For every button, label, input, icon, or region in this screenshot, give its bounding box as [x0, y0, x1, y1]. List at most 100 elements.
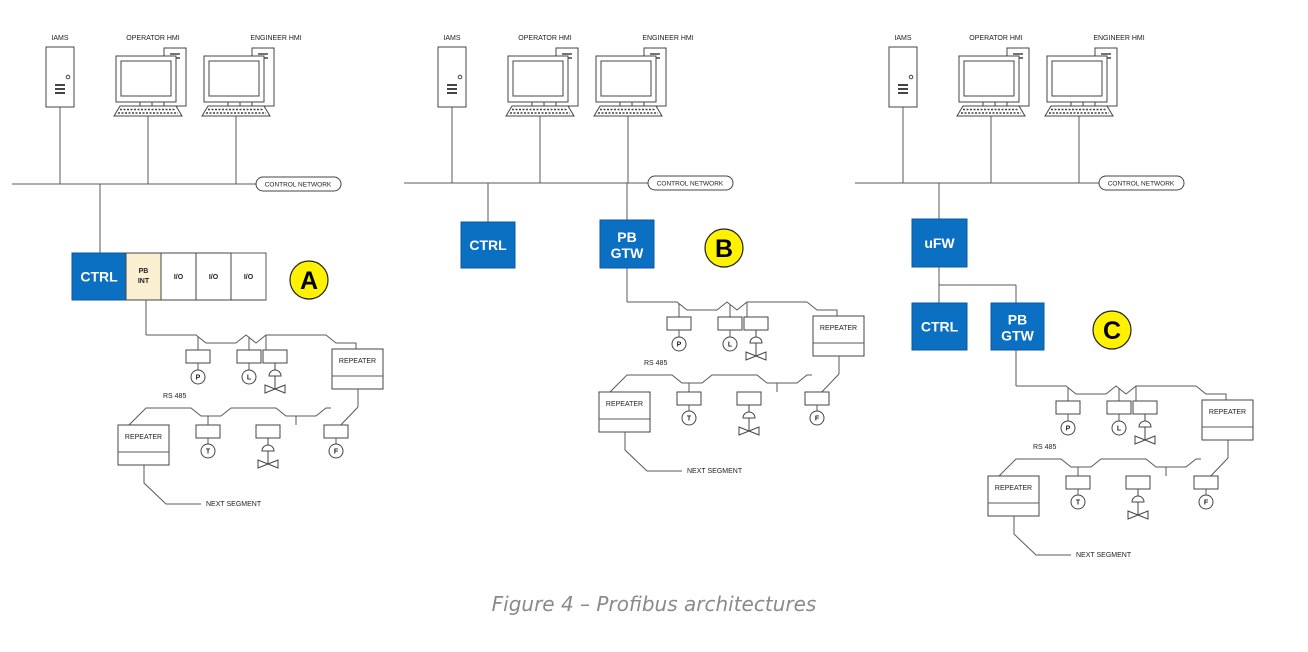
control-valve-icon — [738, 404, 760, 436]
control-valve-icon — [745, 329, 767, 361]
next-segment-label: NEXT SEGMENT — [206, 501, 262, 508]
marker-b: B — [704, 228, 744, 268]
pressure-transmitter — [666, 316, 692, 331]
sensor-letter: L — [247, 375, 252, 382]
valve-positioner — [1125, 475, 1151, 490]
repeater: REPEATER — [1201, 399, 1254, 441]
ufw-c: uFW — [911, 218, 968, 268]
marker-a-circle — [289, 260, 329, 300]
sensor-letter: T — [687, 416, 692, 423]
level-transmitter — [717, 316, 743, 331]
valve-positioner — [262, 349, 288, 364]
sensor-f: F — [809, 410, 825, 426]
operator-hmi-label: OPERATOR HMI — [126, 35, 179, 42]
repeater-box — [812, 315, 865, 357]
repeater: REPEATER — [331, 348, 384, 390]
sensor-circle — [1198, 494, 1214, 510]
ctrl-c-label: CTRL — [921, 319, 959, 335]
level-transmitter — [236, 349, 262, 364]
repeater: REPEATER — [598, 391, 651, 433]
sensor-circle — [681, 410, 697, 426]
sensor-l: L — [241, 369, 257, 385]
control-network-label: CONTROL NETWORK — [657, 181, 724, 188]
sensor-circle — [809, 410, 825, 426]
temperature-transmitter — [676, 391, 702, 406]
valve-positioner — [255, 424, 281, 439]
operator-hmi-computer-icon — [113, 47, 187, 117]
engineer-hmi-label: ENGINEER HMI — [642, 35, 693, 42]
engineer-hmi-computer-icon — [201, 47, 275, 117]
repeater-box — [117, 424, 170, 466]
pb-int-label-line2: INT — [138, 278, 150, 285]
control-network-label: CONTROL NETWORK — [1108, 181, 1175, 188]
pb-gtw-c-label-line1: PB — [1008, 312, 1027, 328]
ctrl-c: CTRL — [911, 302, 968, 351]
sensor-circle — [1070, 494, 1086, 510]
repeater-box — [598, 391, 651, 433]
sensor-letter: T — [206, 449, 211, 456]
sensor-circle — [671, 336, 687, 352]
bus-cable — [627, 301, 807, 311]
operator-hmi-label: OPERATOR HMI — [518, 35, 571, 42]
bus-cable — [325, 334, 357, 349]
control-valve-icon — [257, 437, 279, 469]
operator-hmi-computer-icon — [505, 47, 579, 117]
pressure-transmitter — [1055, 400, 1081, 415]
ctrl-a-box — [71, 252, 127, 301]
control-network-pill — [1098, 175, 1185, 191]
io-module-label: I/O — [244, 274, 254, 281]
ctrl-c-box — [911, 302, 968, 351]
bus-cable — [120, 407, 331, 429]
bus-cable — [143, 465, 201, 505]
repeater: REPEATER — [117, 424, 170, 466]
repeater-box — [331, 348, 384, 390]
sensor-letter: F — [334, 449, 339, 456]
temperature-transmitter — [1065, 475, 1091, 490]
bus-cable — [146, 334, 326, 344]
sensor-l: L — [722, 336, 738, 352]
rs485-label: RS 485 — [644, 360, 667, 367]
pb-gtw-b-label-line1: PB — [617, 229, 636, 245]
repeater: REPEATER — [812, 315, 865, 357]
repeater-label: REPEATER — [1209, 409, 1246, 416]
bus-cable — [1016, 385, 1196, 395]
bus-cable — [806, 301, 838, 316]
marker-c: C — [1092, 310, 1132, 350]
sensor-t: T — [1070, 494, 1086, 510]
engineer-hmi-computer-icon — [593, 47, 667, 117]
io-module-3: I/O — [230, 252, 267, 301]
rs485-label: RS 485 — [163, 393, 186, 400]
iams-server-icon — [888, 46, 918, 108]
ufw-c-label: uFW — [924, 235, 955, 251]
engineer-hmi-label: ENGINEER HMI — [250, 35, 301, 42]
marker-a-letter: A — [300, 267, 318, 295]
sensor-l: L — [1111, 420, 1127, 436]
next-segment-label: NEXT SEGMENT — [687, 468, 743, 475]
control-network-pill — [255, 176, 342, 192]
sensor-t: T — [681, 410, 697, 426]
marker-a: A — [289, 260, 329, 300]
marker-c-circle — [1092, 310, 1132, 350]
sensor-letter: L — [728, 342, 733, 349]
io-module-label: I/O — [209, 274, 219, 281]
control-valve-icon — [1127, 488, 1149, 520]
ctrl-b-label: CTRL — [469, 237, 507, 253]
repeater-label: REPEATER — [995, 485, 1032, 492]
pb-gtw-b-box — [599, 219, 655, 269]
iams-server-icon — [45, 46, 75, 108]
sensor-t: T — [200, 443, 216, 459]
repeater-label: REPEATER — [125, 434, 162, 441]
sensor-letter: T — [1076, 500, 1081, 507]
ctrl-b-box — [460, 221, 516, 269]
sensor-circle — [722, 336, 738, 352]
repeater-box — [987, 475, 1040, 517]
flow-transmitter — [1193, 475, 1219, 490]
